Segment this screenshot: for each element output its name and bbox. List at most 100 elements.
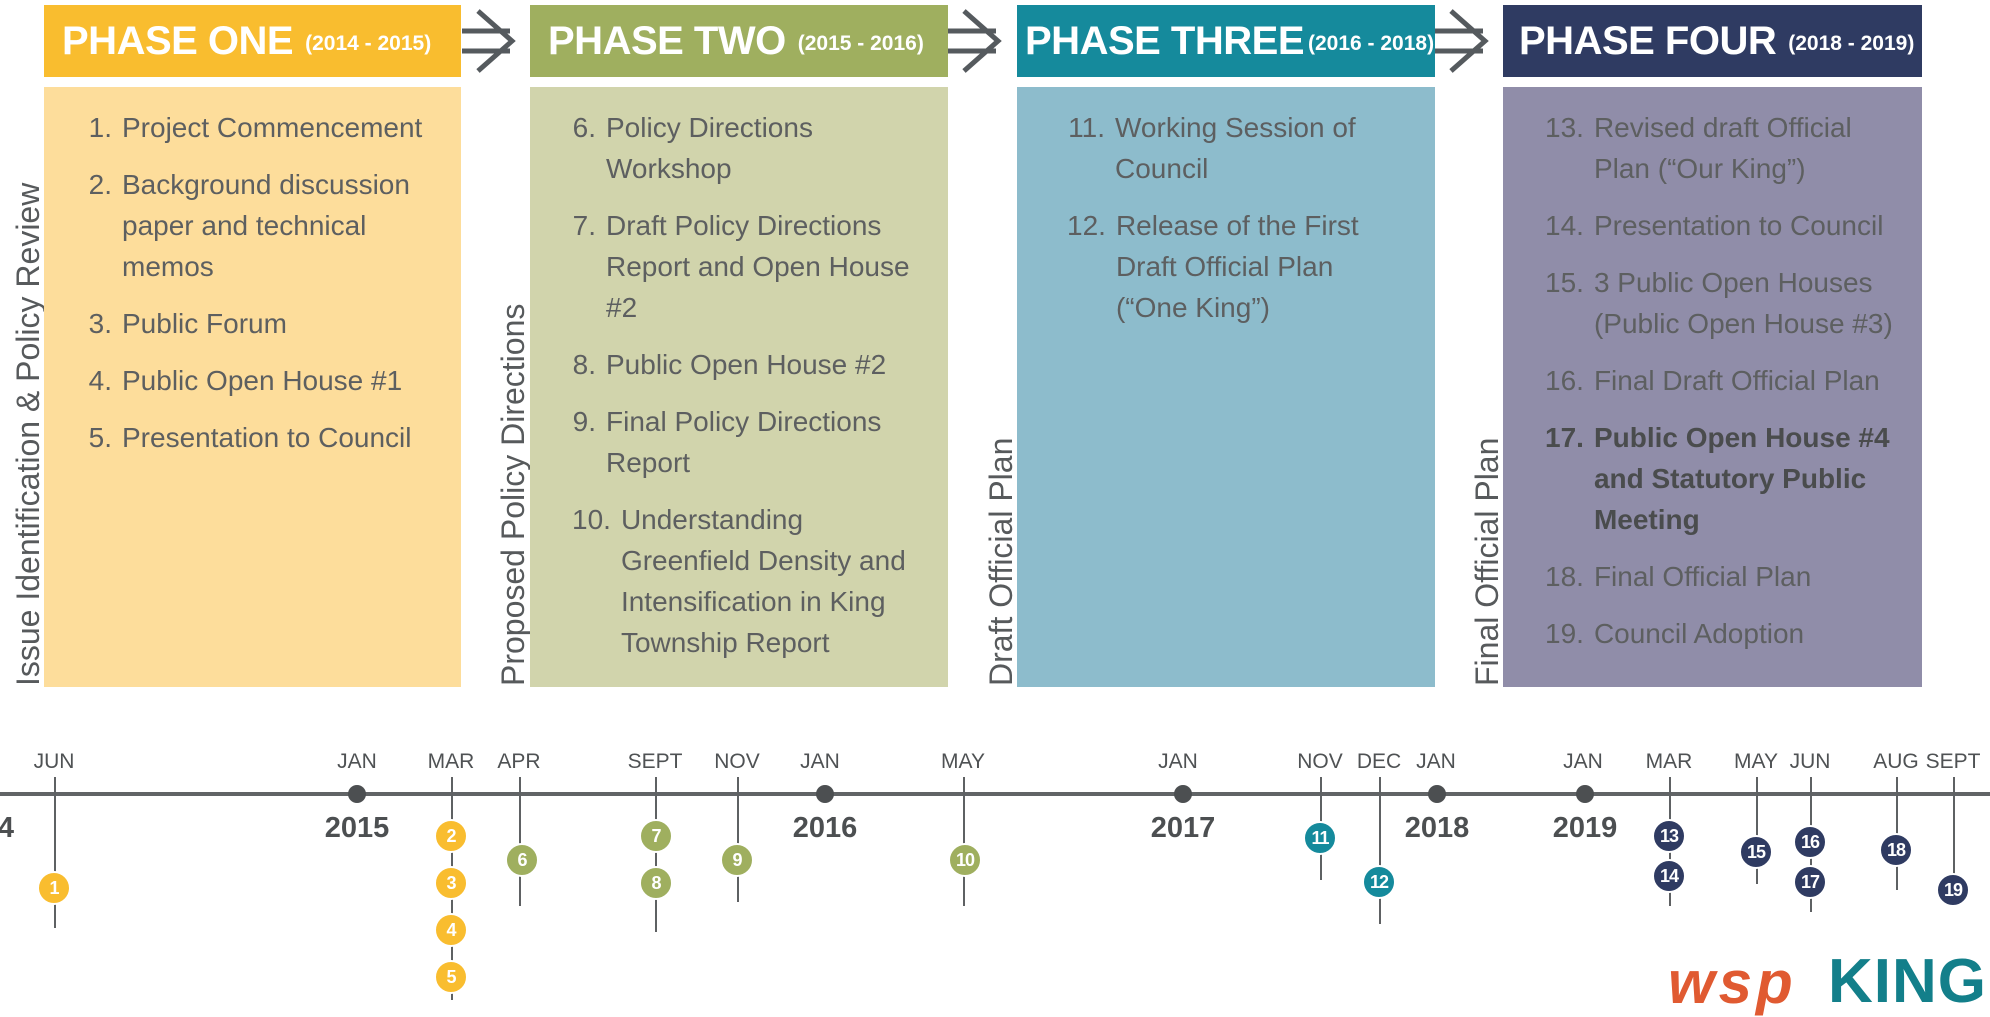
phase-two-years: (2015 - 2016) xyxy=(797,32,924,55)
phase-three-title: PHASE THREE xyxy=(1025,18,1305,63)
milestone-number: 10. xyxy=(572,504,611,535)
milestone-marker: 5 xyxy=(434,960,468,994)
phase-one-panel: 1. Project Commencement 2. Background discu… xyxy=(44,87,461,687)
phase-one-side-label: Issue Identification & Policy Review xyxy=(10,182,46,686)
milestone-marker: 8 xyxy=(639,866,673,900)
milestone-text: Public Open House #1 xyxy=(122,365,403,396)
timeline-tick xyxy=(655,777,657,932)
milestone-item: 11.Working Session of Council xyxy=(1067,107,1397,189)
milestone-marker: 17 xyxy=(1793,865,1827,899)
timeline-month-label: NOV xyxy=(1297,750,1343,773)
milestone-marker: 3 xyxy=(434,866,468,900)
milestone-number: 16. xyxy=(1545,365,1584,396)
timeline-year-label: 2017 xyxy=(1150,812,1216,844)
milestone-number: 2. xyxy=(88,169,112,200)
milestone-text: Project Commencement xyxy=(122,112,423,143)
milestone-item: 7.Draft Policy Directions Report and Ope… xyxy=(572,205,927,328)
milestone-item: 16. Final Draft Official Plan xyxy=(1545,360,1905,401)
milestone-item: 6. Policy Directions Workshop xyxy=(572,107,927,189)
milestone-marker: 16 xyxy=(1793,825,1827,859)
milestone-text: Background discussion paper and technica… xyxy=(122,169,410,282)
phase-three-side-label: Draft Official Plan xyxy=(983,437,1019,686)
milestone-item: 4. Public Open House #1 xyxy=(88,360,443,401)
timeline-year-dot xyxy=(1428,785,1446,803)
milestone-number: 13. xyxy=(1545,112,1584,143)
milestone-marker: 14 xyxy=(1652,859,1686,893)
milestone-text: Public Open House #2 xyxy=(606,349,887,380)
timeline-month-label: DEC xyxy=(1356,750,1402,773)
milestone-number: 6. xyxy=(572,112,596,143)
timeline-month-label: NOV xyxy=(714,750,760,773)
milestone-text: Final Policy Directions Report xyxy=(606,406,882,478)
milestone-number: 18. xyxy=(1545,561,1584,592)
timeline-month-label: JAN xyxy=(337,750,377,773)
timeline-axis xyxy=(0,792,1990,796)
milestone-number: 14. xyxy=(1545,210,1584,241)
milestone-item: 10. Understanding Greenfield Density and … xyxy=(572,499,927,663)
milestone-text: Revised draft Official Plan (“Our King”) xyxy=(1593,112,1852,184)
king-logo: KING xyxy=(1828,947,1987,1016)
timeline-year-dot xyxy=(348,785,366,803)
timeline-tick xyxy=(1953,777,1955,900)
phase-three-list: 11.Working Session of Council 12. Release … xyxy=(1067,107,1397,344)
milestone-text: 3 Public Open Houses (Public Open House … xyxy=(1593,267,1893,339)
milestone-number: 1. xyxy=(88,112,112,143)
timeline-month-label: MAY xyxy=(941,750,985,773)
milestone-text: Policy Directions Workshop xyxy=(606,112,813,184)
milestone-number: 12. xyxy=(1067,210,1106,241)
milestone-text: Final Draft Official Plan xyxy=(1593,365,1880,396)
milestone-marker: 10 xyxy=(948,843,982,877)
timeline-year-dot xyxy=(1576,785,1594,803)
timeline-month-label: JUN xyxy=(1789,750,1831,773)
milestone-number: 3. xyxy=(88,308,112,339)
timeline-tick xyxy=(1379,777,1381,924)
timeline-tick xyxy=(737,777,739,902)
milestone-item: 2. Background discussion paper and techni… xyxy=(88,164,443,287)
timeline-month-label: JAN xyxy=(1563,750,1603,773)
timeline-year-label: 2019 xyxy=(1552,812,1618,844)
milestone-text: Presentation to Council xyxy=(122,422,412,453)
timeline-tick xyxy=(1756,777,1758,884)
timeline-year-dot xyxy=(1174,785,1192,803)
milestone-item: 5.Presentation to Council xyxy=(88,417,443,458)
phase-three-header: PHASE THREE (2016 - 2018) xyxy=(1017,5,1435,77)
milestone-item: 15.3 Public Open Houses (Public Open Hou… xyxy=(1545,262,1905,344)
timeline-month-label: JAN xyxy=(800,750,840,773)
timeline-month-label: AUG xyxy=(1873,750,1919,773)
milestone-text: Public Open House #4 and Statutory Publi… xyxy=(1593,422,1890,535)
phase-four-panel: 13. Revised draft Official Plan (“Our Kin… xyxy=(1503,87,1922,687)
phase-two-list: 6. Policy Directions Workshop 7.Draft Poli… xyxy=(572,107,927,679)
timeline-tick xyxy=(54,777,56,928)
timeline-month-label: APR xyxy=(497,750,541,773)
milestone-text: Council Adoption xyxy=(1593,618,1805,649)
milestone-number: 9. xyxy=(572,406,596,437)
timeline-year-label: 2016 xyxy=(792,812,858,844)
milestone-marker: 4 xyxy=(434,913,468,947)
milestone-marker: 18 xyxy=(1879,833,1913,867)
timeline-tick xyxy=(963,777,965,906)
timeline-year-label: 4 xyxy=(0,812,15,844)
milestone-marker: 11 xyxy=(1303,821,1337,855)
milestone-text: Understanding Greenfield Density and Int… xyxy=(620,504,906,658)
milestone-marker: 12 xyxy=(1362,865,1396,899)
timeline-month-label: JUN xyxy=(33,750,75,773)
milestone-item: 13. Revised draft Official Plan (“Our Kin… xyxy=(1545,107,1905,189)
milestone-text: Release of the First Draft Official Plan… xyxy=(1115,210,1359,323)
milestone-number: 4. xyxy=(88,365,112,396)
timeline-year-label: 2018 xyxy=(1404,812,1470,844)
phase-three-panel: 11.Working Session of Council 12. Release … xyxy=(1017,87,1435,687)
phase-three-years: (2016 - 2018) xyxy=(1308,32,1435,55)
phase-arrow-icon xyxy=(462,9,516,73)
milestone-marker: 19 xyxy=(1936,873,1970,907)
milestone-item: 18.Final Official Plan xyxy=(1545,556,1905,597)
milestone-marker: 6 xyxy=(505,843,539,877)
milestone-item: 8.Public Open House #2 xyxy=(572,344,927,385)
phase-one-list: 1. Project Commencement 2. Background discu… xyxy=(88,107,443,474)
timeline-month-label: JAN xyxy=(1416,750,1456,773)
phase-two-side-label: Proposed Policy Directions xyxy=(495,303,531,686)
milestone-marker: 1 xyxy=(37,871,71,905)
milestone-marker: 7 xyxy=(639,819,673,853)
phase-one-title: PHASE ONE xyxy=(62,18,294,63)
milestone-number: 19. xyxy=(1545,618,1584,649)
timeline-month-label: JAN xyxy=(1158,750,1198,773)
